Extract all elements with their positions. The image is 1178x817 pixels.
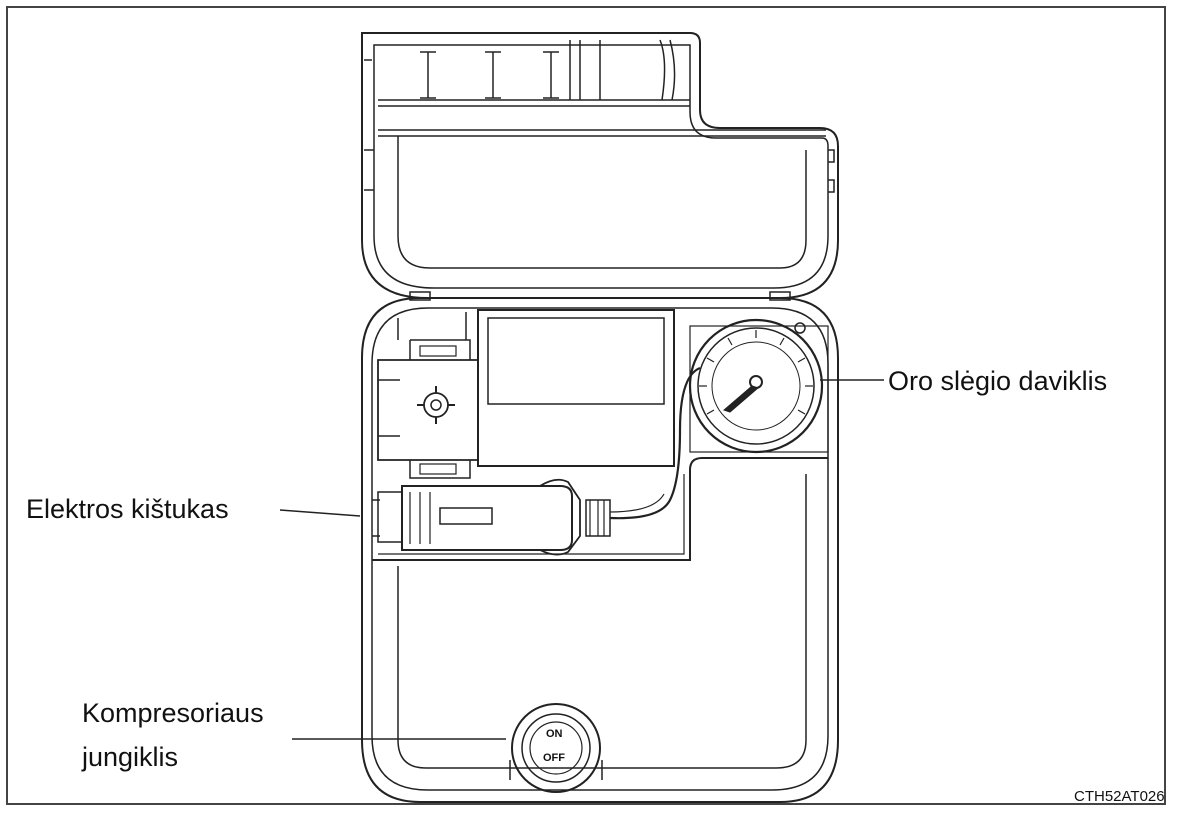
hinge-left xyxy=(409,291,431,301)
power-cord xyxy=(609,366,701,520)
case-inner-wall xyxy=(371,307,829,791)
switch-off-text: OFF xyxy=(543,752,565,764)
lid-outline xyxy=(361,32,839,299)
pressure-gauge xyxy=(688,318,824,454)
compressor-switch-housing xyxy=(511,703,601,793)
label-power-plug: Elektros kištukas xyxy=(26,494,229,524)
figure-code: CTH52AT026 xyxy=(1074,788,1165,805)
valve-cap xyxy=(423,392,449,418)
leader-power-plug xyxy=(279,509,361,517)
gauge-ticks xyxy=(699,330,813,415)
case-outline xyxy=(361,297,839,803)
hinge-right xyxy=(769,291,791,301)
compressor-motor xyxy=(477,309,675,467)
power-plug xyxy=(401,485,573,551)
piston-housing xyxy=(377,359,479,461)
label-pressure-gauge: Oro slėgio daviklis xyxy=(888,366,1108,396)
gauge-needle xyxy=(723,385,759,413)
tray-divider xyxy=(372,457,828,561)
label-switch-line1: Kompresoriaus xyxy=(82,698,264,728)
lid-inner-wall xyxy=(373,44,829,289)
switch-on-text: ON xyxy=(546,728,563,740)
diagram-frame xyxy=(6,6,1166,805)
label-switch-line2: jungiklis xyxy=(82,742,179,772)
